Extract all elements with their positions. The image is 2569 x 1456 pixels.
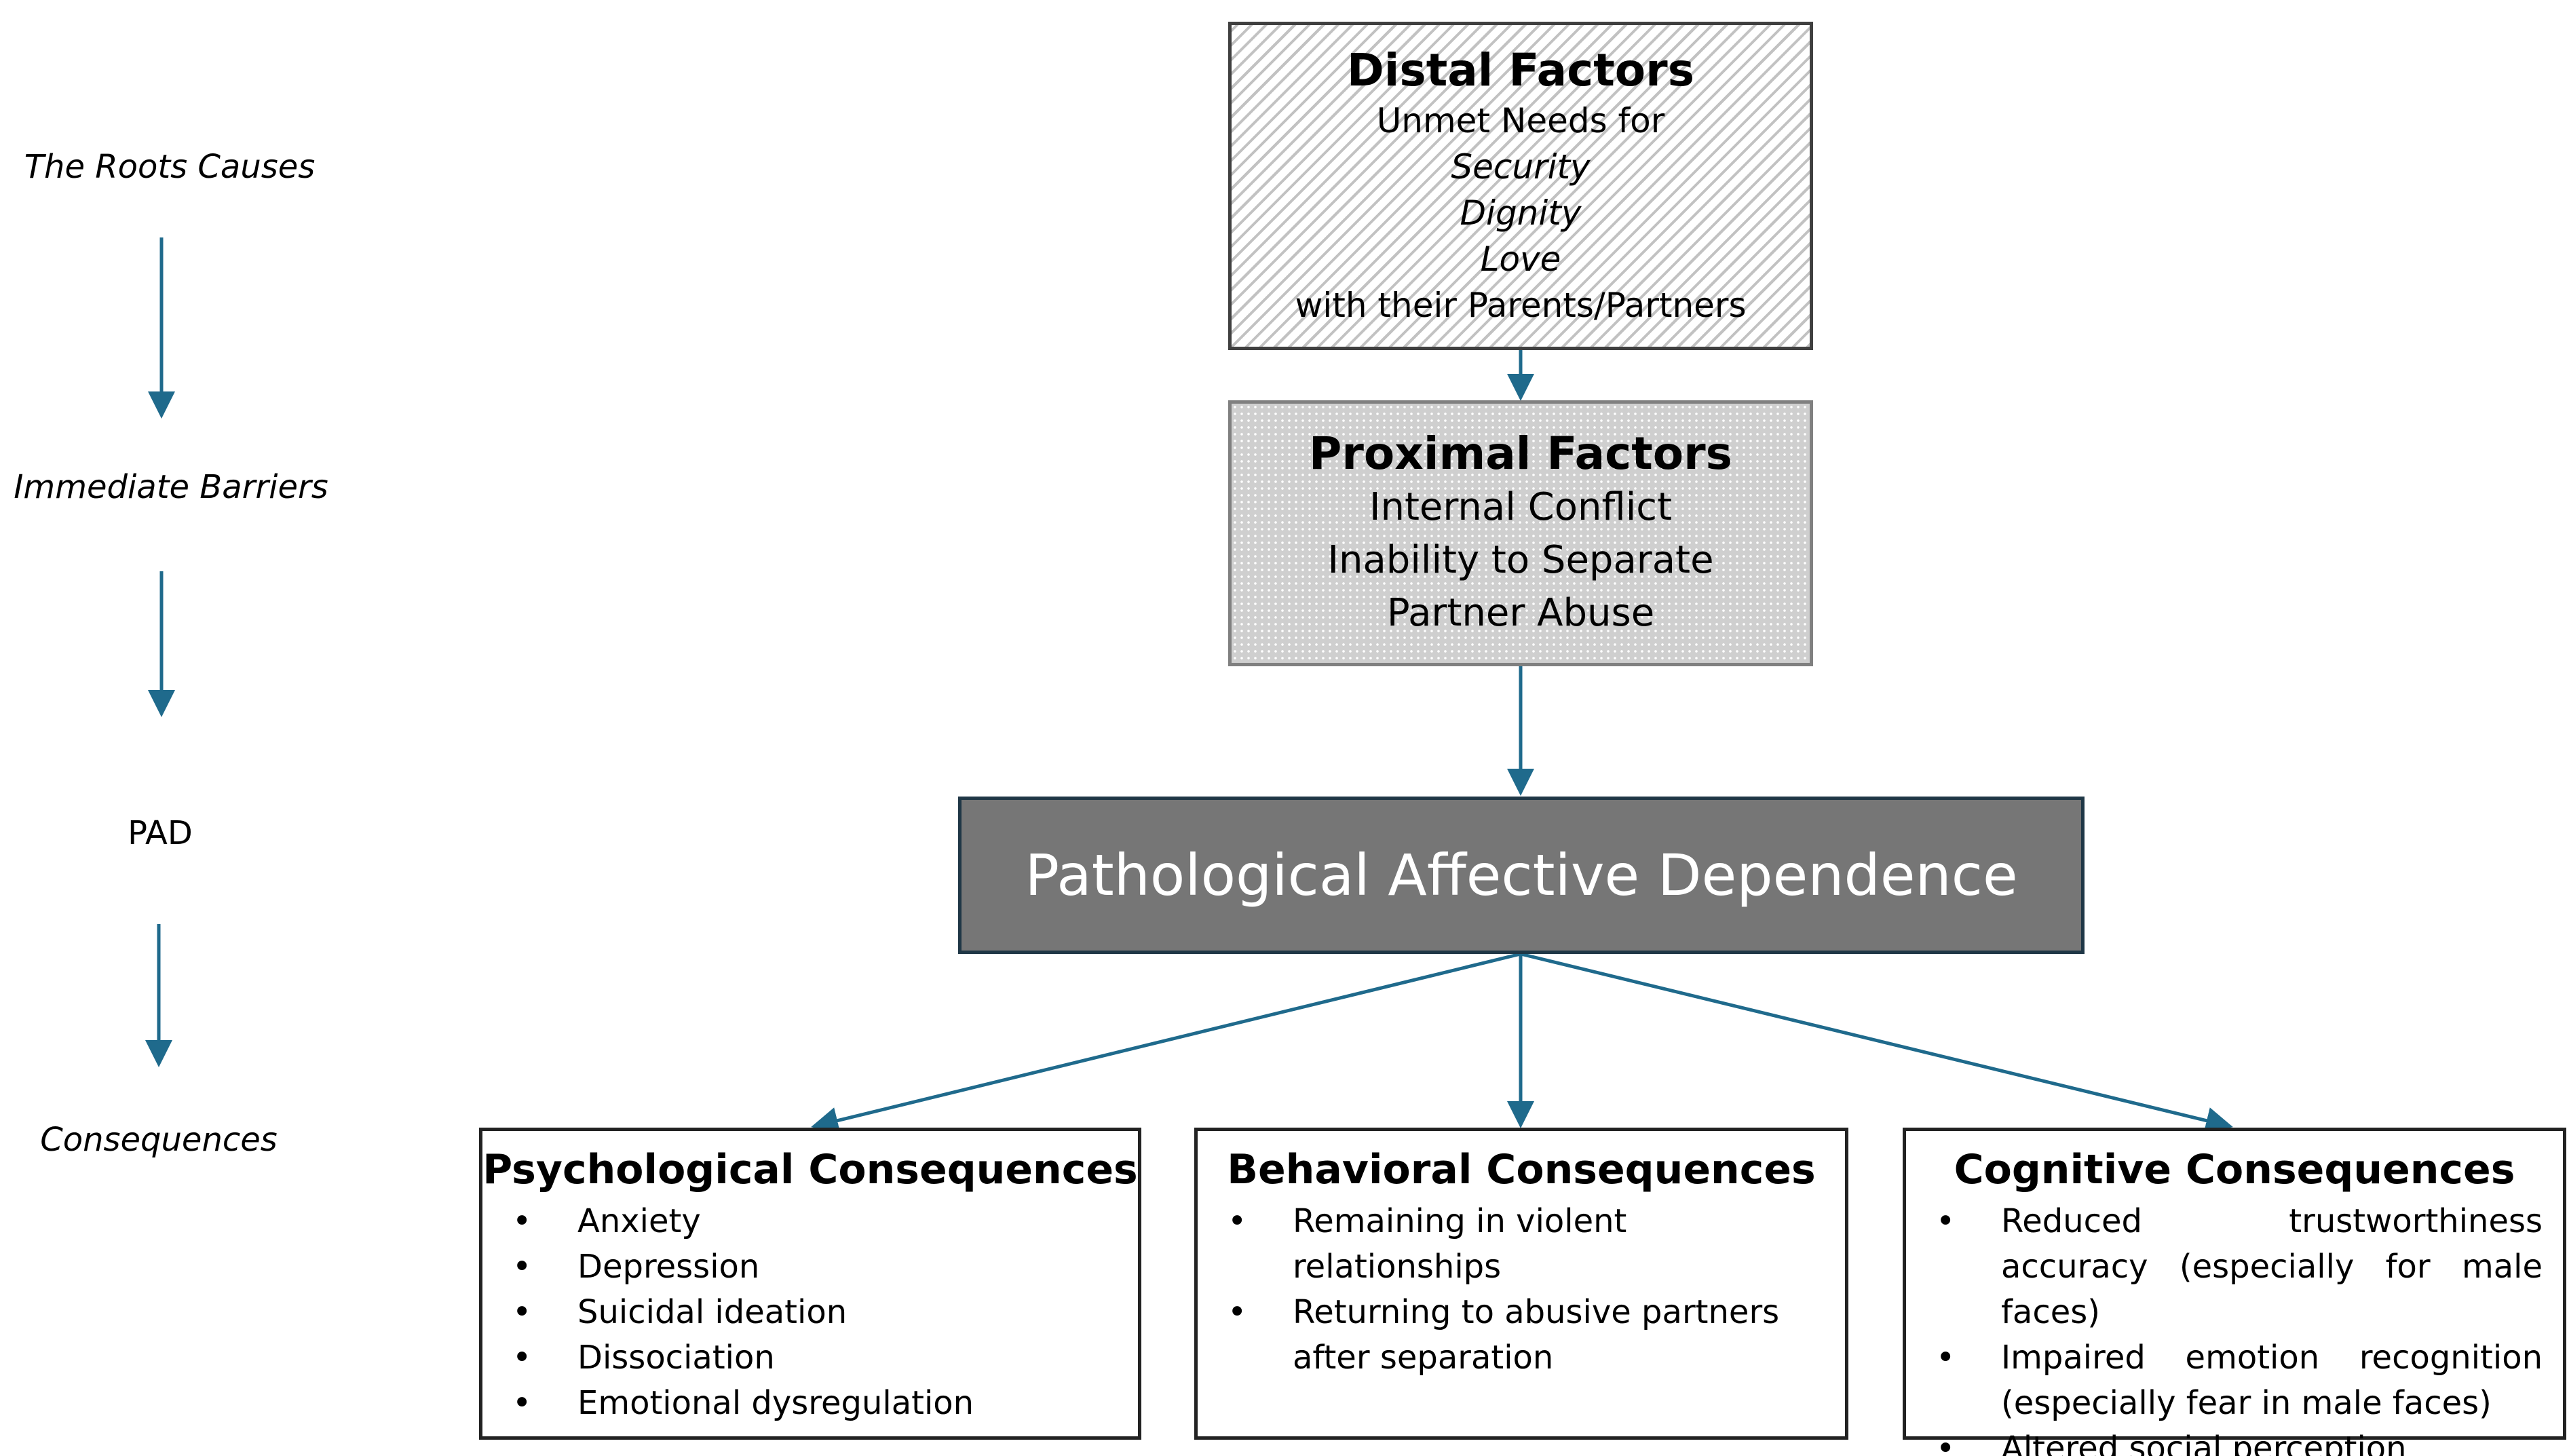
stage-label-immediate-barriers: Immediate Barriers <box>14 468 328 506</box>
list-item: Impaired emotion recognition (especially… <box>1926 1335 2543 1426</box>
psychological-consequences-title: Psychological Consequences <box>482 1146 1138 1193</box>
proximal-line-partner-abuse: Partner Abuse <box>1386 591 1655 635</box>
stage-label-root-causes: The Roots Causes <box>24 148 316 186</box>
distal-need-security: Security <box>1451 147 1591 187</box>
stage-label-consequences: Consequences <box>40 1121 278 1159</box>
pad-title: Pathological Affective Dependence <box>1025 842 2018 908</box>
list-item: Reduced trustworthiness accuracy (especi… <box>1926 1199 2543 1335</box>
stage-label-pad: PAD <box>128 814 193 852</box>
cognitive-consequences-list: Reduced trustworthiness accuracy (especi… <box>1926 1199 2543 1456</box>
distal-intro-text: Unmet Needs for <box>1376 101 1665 140</box>
list-item: Suicidal ideation <box>503 1290 1118 1335</box>
behavioral-consequences-box: Behavioral Consequences Remaining in vio… <box>1194 1128 1848 1440</box>
list-item: Anxiety <box>503 1199 1118 1244</box>
distal-outro-text: with their Parents/Partners <box>1295 286 1747 325</box>
behavioral-consequences-list: Remaining in violent relationships Retur… <box>1218 1199 1825 1381</box>
cognitive-consequences-box: Cognitive Consequences Reduced trustwort… <box>1903 1128 2566 1456</box>
list-item: Depression <box>503 1244 1118 1290</box>
list-item: Altered social perception <box>1926 1426 2543 1456</box>
distal-factors-box: Distal Factors Unmet Needs for Security … <box>1228 22 1813 350</box>
list-item: Returning to abusive partners after sepa… <box>1218 1290 1825 1381</box>
cognitive-consequences-title: Cognitive Consequences <box>1954 1146 2515 1193</box>
distal-need-dignity: Dignity <box>1460 193 1582 233</box>
pad-box: Pathological Affective Dependence <box>958 797 2085 954</box>
distal-need-love: Love <box>1480 240 1561 279</box>
behavioral-consequences-title: Behavioral Consequences <box>1227 1146 1816 1193</box>
psychological-consequences-box: Psychological Consequences Anxiety Depre… <box>479 1128 1141 1440</box>
proximal-line-internal-conflict: Internal Conflict <box>1369 485 1673 529</box>
distal-factors-title: Distal Factors <box>1347 44 1694 96</box>
arrow-pad-to-psychological <box>811 952 1521 1134</box>
arrow-pad-to-cognitive <box>1520 952 2233 1134</box>
proximal-factors-box: Proximal Factors Internal Conflict Inabi… <box>1228 400 1813 666</box>
list-item: Remaining in violent relationships <box>1218 1199 1825 1290</box>
proximal-factors-title: Proximal Factors <box>1309 427 1732 480</box>
psychological-consequences-list: Anxiety Depression Suicidal ideation Dis… <box>503 1199 1118 1426</box>
proximal-line-inability-to-separate: Inability to Separate <box>1327 538 1714 582</box>
list-item: Dissociation <box>503 1335 1118 1381</box>
list-item: Emotional dysregulation <box>503 1381 1118 1426</box>
